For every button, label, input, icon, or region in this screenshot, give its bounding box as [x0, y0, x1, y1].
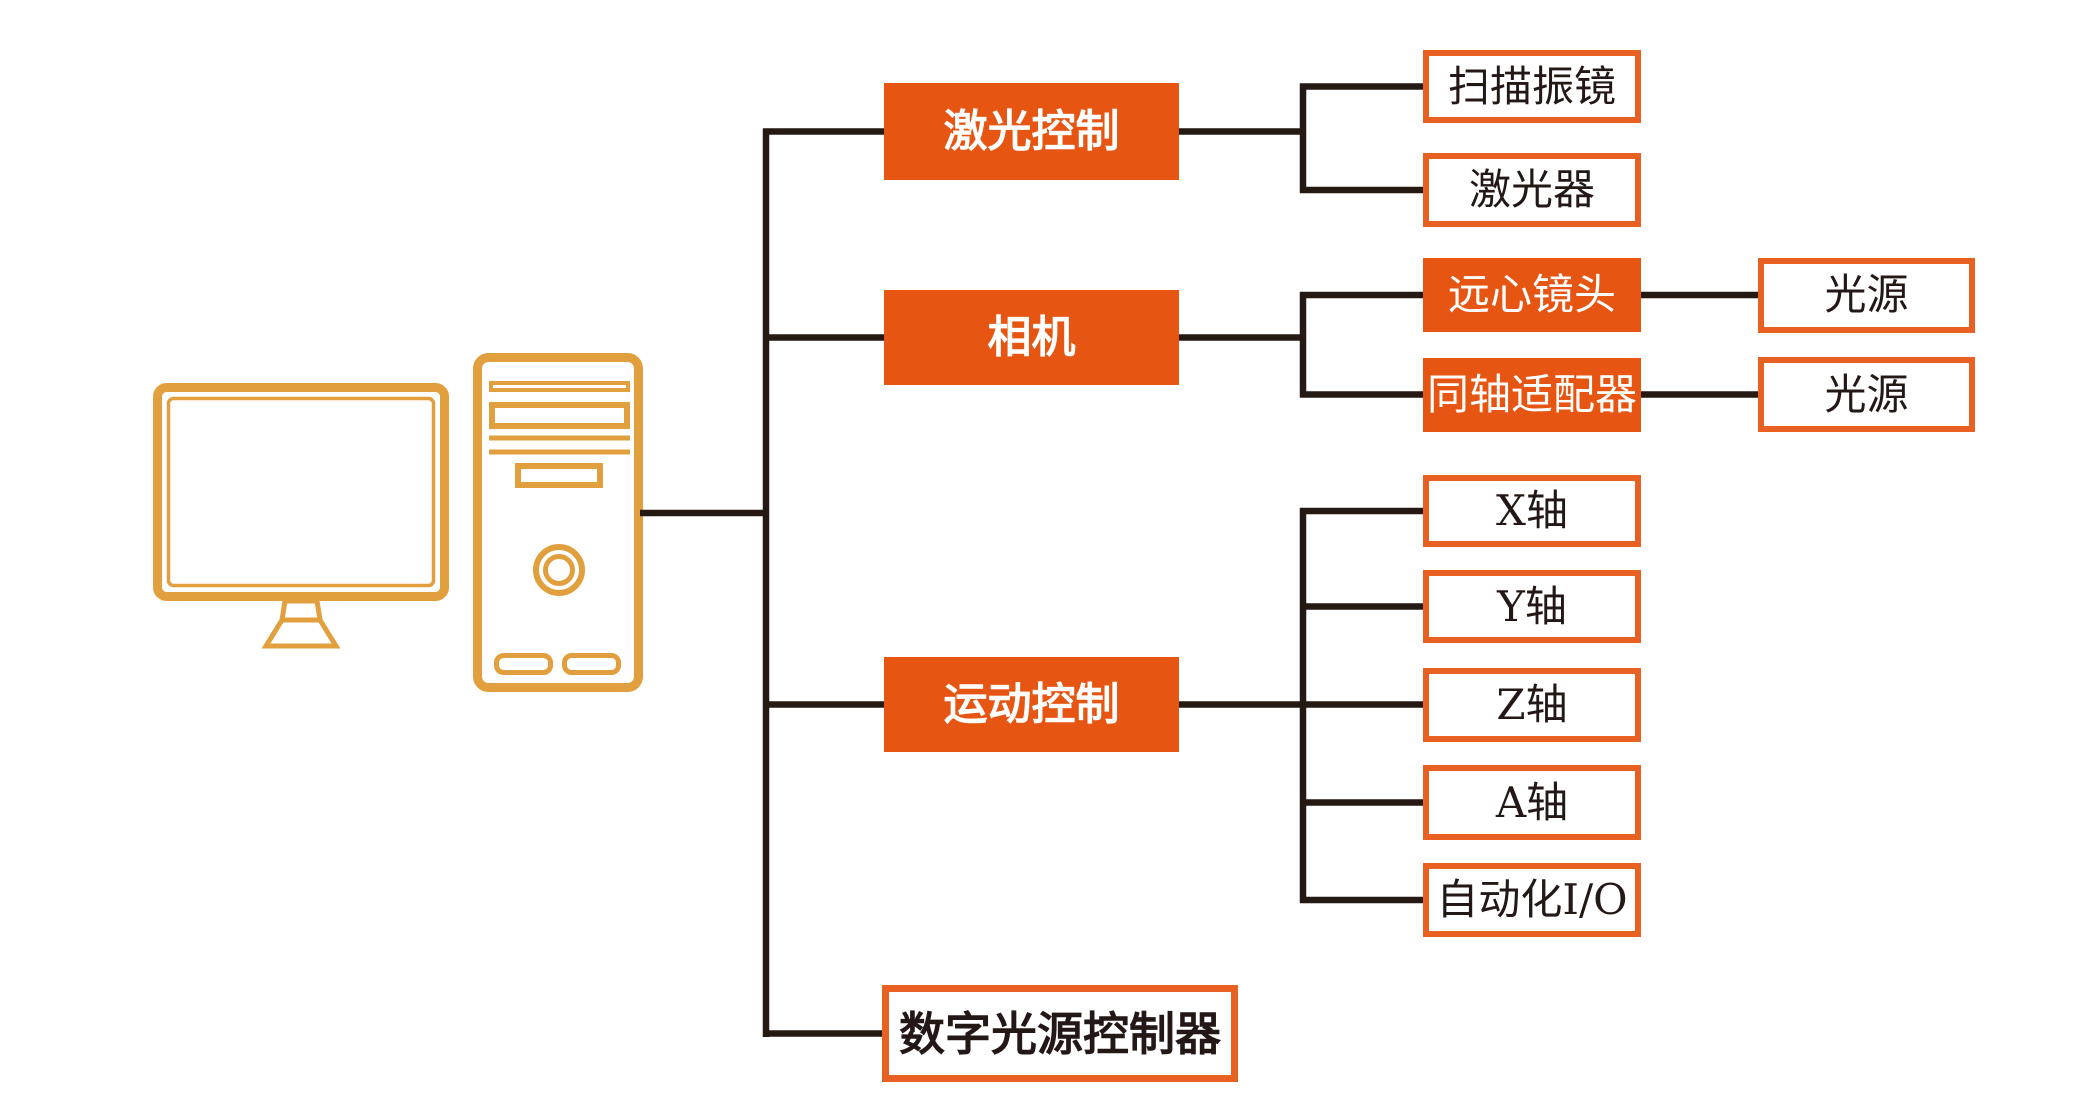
node-light-source-2: 光源	[1758, 357, 1975, 432]
node-auto-io: 自动化I/O	[1423, 863, 1641, 937]
node-digital-light-controller: 数字光源控制器	[882, 985, 1238, 1082]
node-x-axis: X轴	[1423, 475, 1641, 547]
node-laser-control: 激光控制	[884, 83, 1179, 180]
node-camera: 相机	[884, 290, 1179, 385]
node-motion-control: 运动控制	[884, 657, 1179, 752]
node-scan-galvo: 扫描振镜	[1423, 50, 1641, 123]
node-y-axis: Y轴	[1423, 570, 1641, 643]
node-telecentric-lens: 远心镜头	[1423, 258, 1641, 332]
monitor-icon	[153, 383, 449, 649]
node-a-axis: A轴	[1423, 765, 1641, 840]
desktop-computer-icon	[153, 353, 643, 692]
node-light-source-1: 光源	[1758, 257, 1975, 333]
node-laser: 激光器	[1423, 153, 1641, 227]
node-z-axis: Z轴	[1423, 668, 1641, 742]
node-coaxial-adapter: 同轴适配器	[1423, 358, 1641, 432]
computer-tower-icon	[473, 353, 643, 692]
